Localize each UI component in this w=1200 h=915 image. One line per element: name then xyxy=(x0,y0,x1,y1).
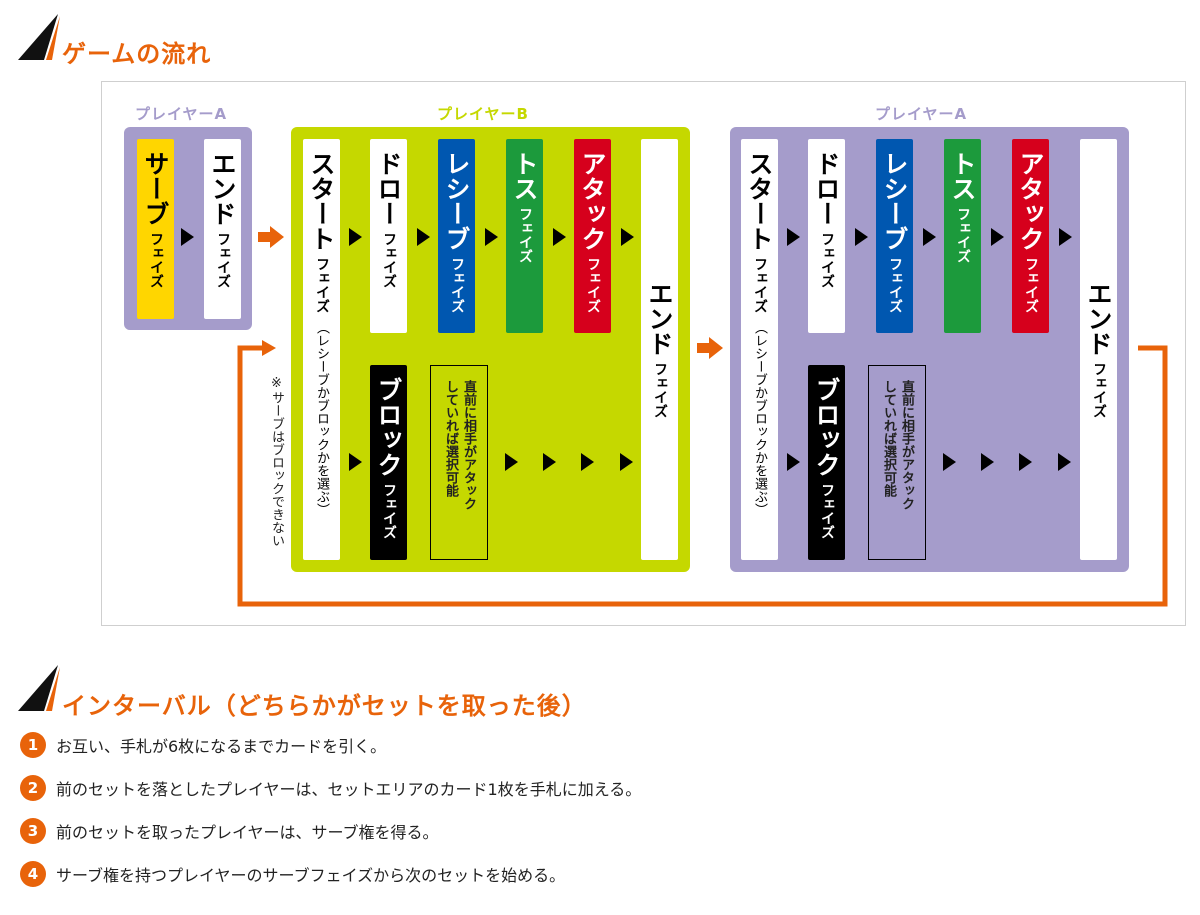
play-arrow-icon xyxy=(787,228,800,246)
play-arrow-icon xyxy=(1059,228,1072,246)
receive-phase-card: レシーブフェイズ xyxy=(438,139,475,333)
play-arrow-icon xyxy=(505,453,518,471)
end-phase-card: エンドフェイズ xyxy=(641,139,678,560)
play-arrow-icon xyxy=(417,228,430,246)
play-arrow-icon xyxy=(1019,453,1032,471)
game-flow-diagram xyxy=(101,81,1186,626)
block-condition-note: 直前に相手がアタックしていれば選択可能 xyxy=(868,365,926,560)
section-title-game-flow: ゲームの流れ xyxy=(62,40,212,68)
play-arrow-icon xyxy=(855,228,868,246)
step-number: 4 xyxy=(20,861,46,887)
play-arrow-icon xyxy=(349,453,362,471)
serve-phase-card: サーブフェイズ xyxy=(137,139,174,319)
toss-phase-card: トスフェイズ xyxy=(506,139,543,333)
start-phase-card: スタートフェイズ（レシーブかブロックかを選ぶ） xyxy=(303,139,340,560)
step-number: 1 xyxy=(20,732,46,758)
player-b-label: プレイヤーB xyxy=(437,105,529,123)
orange-arrow-icon xyxy=(697,337,723,359)
start-phase-card: スタートフェイズ（レシーブかブロックかを選ぶ） xyxy=(741,139,778,560)
player-b-turn-group xyxy=(291,127,690,572)
play-arrow-icon xyxy=(485,228,498,246)
play-arrow-icon xyxy=(991,228,1004,246)
attack-phase-card: アタックフェイズ xyxy=(574,139,611,333)
block-phase-card: ブロックフェイズ xyxy=(370,365,407,560)
play-arrow-icon xyxy=(543,453,556,471)
section-title-interval: インターバル（どちらかがセットを取った後） xyxy=(62,692,587,720)
block-phase-card: ブロックフェイズ xyxy=(808,365,845,560)
heading-logo-icon xyxy=(18,14,60,60)
play-arrow-icon xyxy=(581,453,594,471)
play-arrow-icon xyxy=(621,228,634,246)
play-arrow-icon xyxy=(620,453,633,471)
end-phase-card: エンドフェイズ xyxy=(1080,139,1117,560)
serve-block-note: ※サーブはブロックできない xyxy=(269,376,284,547)
step-number: 2 xyxy=(20,775,46,801)
draw-phase-card: ドローフェイズ xyxy=(808,139,845,333)
block-condition-note: 直前に相手がアタックしていれば選択可能 xyxy=(430,365,488,560)
receive-phase-card: レシーブフェイズ xyxy=(876,139,913,333)
player-a-label: プレイヤーA xyxy=(135,105,228,123)
orange-arrow-icon xyxy=(258,226,284,248)
play-arrow-icon xyxy=(981,453,994,471)
play-arrow-icon xyxy=(181,228,194,246)
play-arrow-icon xyxy=(349,228,362,246)
attack-phase-card: アタックフェイズ xyxy=(1012,139,1049,333)
play-arrow-icon xyxy=(943,453,956,471)
player-a-turn-group xyxy=(730,127,1129,572)
end-phase-card: エンドフェイズ xyxy=(204,139,241,319)
step-number: 3 xyxy=(20,818,46,844)
toss-phase-card: トスフェイズ xyxy=(944,139,981,333)
draw-phase-card: ドローフェイズ xyxy=(370,139,407,333)
play-arrow-icon xyxy=(553,228,566,246)
play-arrow-icon xyxy=(923,228,936,246)
heading-logo-icon xyxy=(18,665,60,711)
play-arrow-icon xyxy=(1058,453,1071,471)
loop-arrow-line xyxy=(237,226,1168,607)
player-a-label: プレイヤーA xyxy=(875,105,968,123)
play-arrow-icon xyxy=(787,453,800,471)
